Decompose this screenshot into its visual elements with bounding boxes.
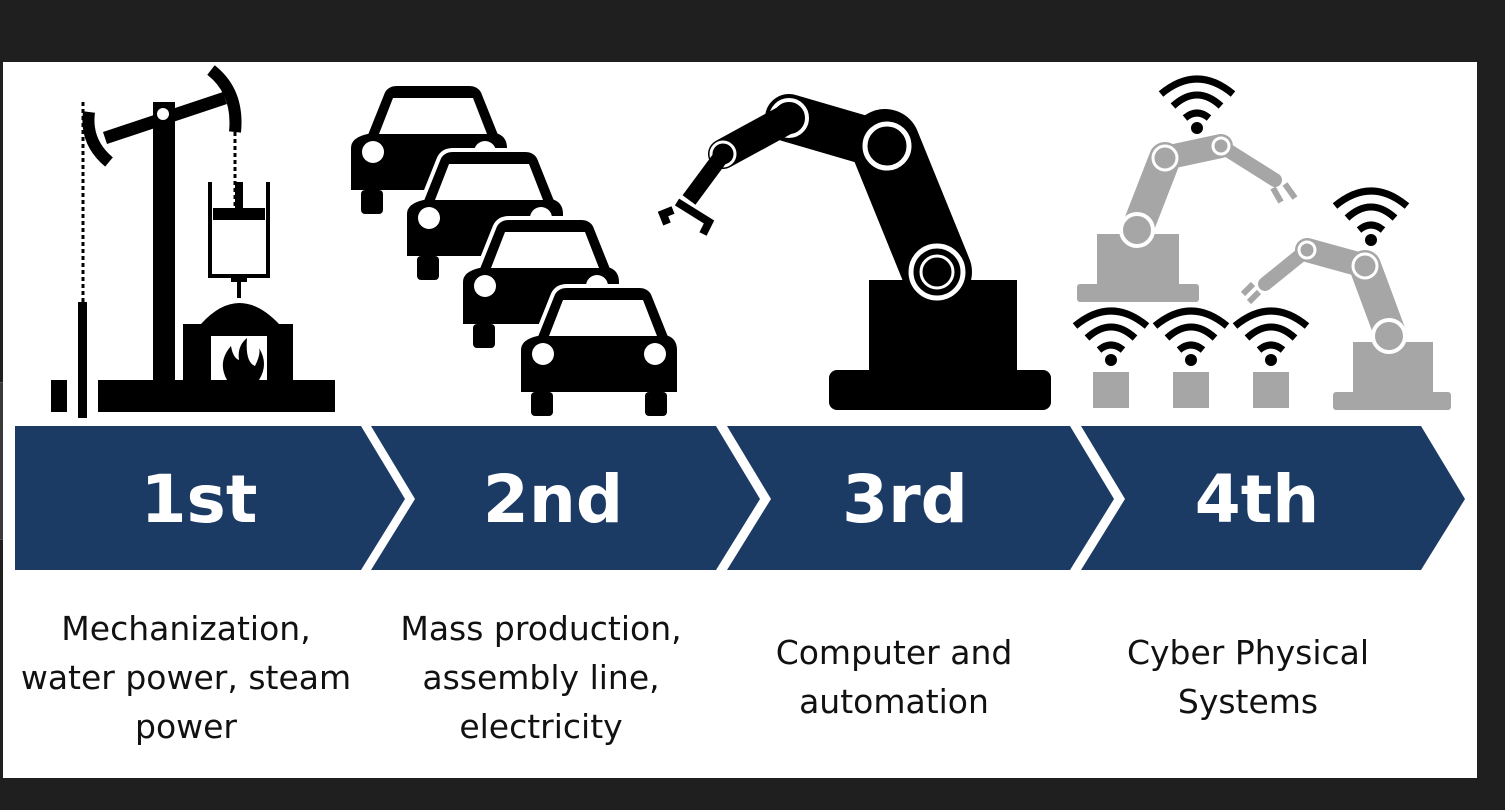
stage-1-number: 1st: [141, 461, 258, 538]
stage-4-number: 4th: [1195, 461, 1319, 538]
industry-revolutions-diagram: 1st 2nd 3rd 4th Mechanization, water pow…: [3, 62, 1477, 778]
chevron-timeline: 1st 2nd 3rd 4th: [15, 426, 1465, 570]
steam-engine-icon: [51, 65, 335, 418]
chevron-3rd: [727, 426, 1114, 570]
stage-2-number: 2nd: [483, 461, 623, 538]
chevron-2nd: [371, 426, 760, 570]
stage-3-description: Computer and automation: [775, 633, 1013, 721]
chevron-4th: [1081, 426, 1465, 570]
robot-arm-icon: [657, 94, 1051, 410]
chevron-1st: [15, 426, 405, 570]
stage-4-description: Cyber Physical Systems: [1126, 633, 1370, 721]
stage-1-description: Mechanization, water power, steam power: [20, 609, 352, 746]
connected-robots-icon: [1075, 79, 1451, 410]
assembly-line-cars-icon: [347, 82, 681, 418]
stage-3-number: 3rd: [842, 461, 968, 538]
stage-2-description: Mass production, assembly line, electric…: [400, 609, 682, 746]
